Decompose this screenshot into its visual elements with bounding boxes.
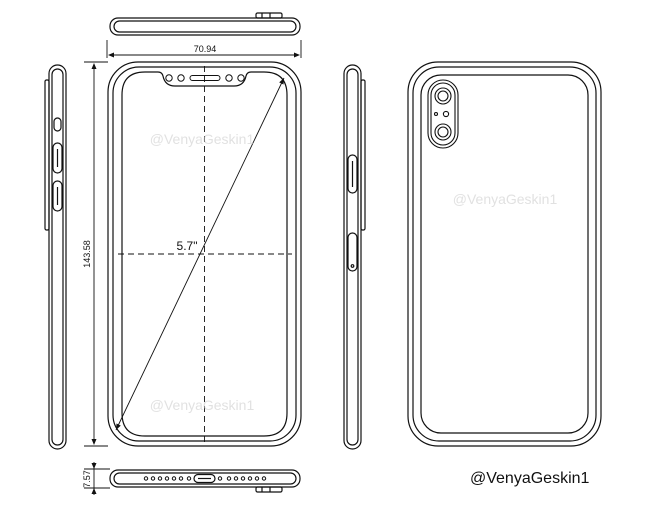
width-dimension: [106, 40, 302, 58]
screen-diagonal-line: [115, 77, 285, 431]
author-credit: @VenyaGeskin1: [470, 470, 590, 487]
height-dimension: [84, 61, 108, 447]
left-side-view: [44, 64, 67, 450]
back-view: [407, 61, 602, 447]
watermark-back: @VenyaGeskin1: [453, 191, 558, 207]
front-sensors-icon: [165, 74, 245, 82]
watermark-front-top: @VenyaGeskin1: [150, 131, 255, 147]
top-edge-view: [109, 12, 301, 36]
front-view: [107, 61, 302, 447]
depth-dimension: [84, 462, 110, 495]
charging-port-icon: [193, 473, 216, 484]
width-dimension-label: 70.94: [194, 44, 217, 54]
rear-camera-icon: [427, 79, 459, 149]
depth-dimension-label: 7.57: [82, 470, 92, 488]
right-side-view: [343, 64, 366, 450]
bottom-edge-view: [109, 469, 301, 493]
watermark-front-bottom: @VenyaGeskin1: [150, 397, 255, 413]
screen-diagonal-label: 5.7": [177, 239, 198, 253]
height-dimension-label: 143.58: [82, 240, 92, 268]
